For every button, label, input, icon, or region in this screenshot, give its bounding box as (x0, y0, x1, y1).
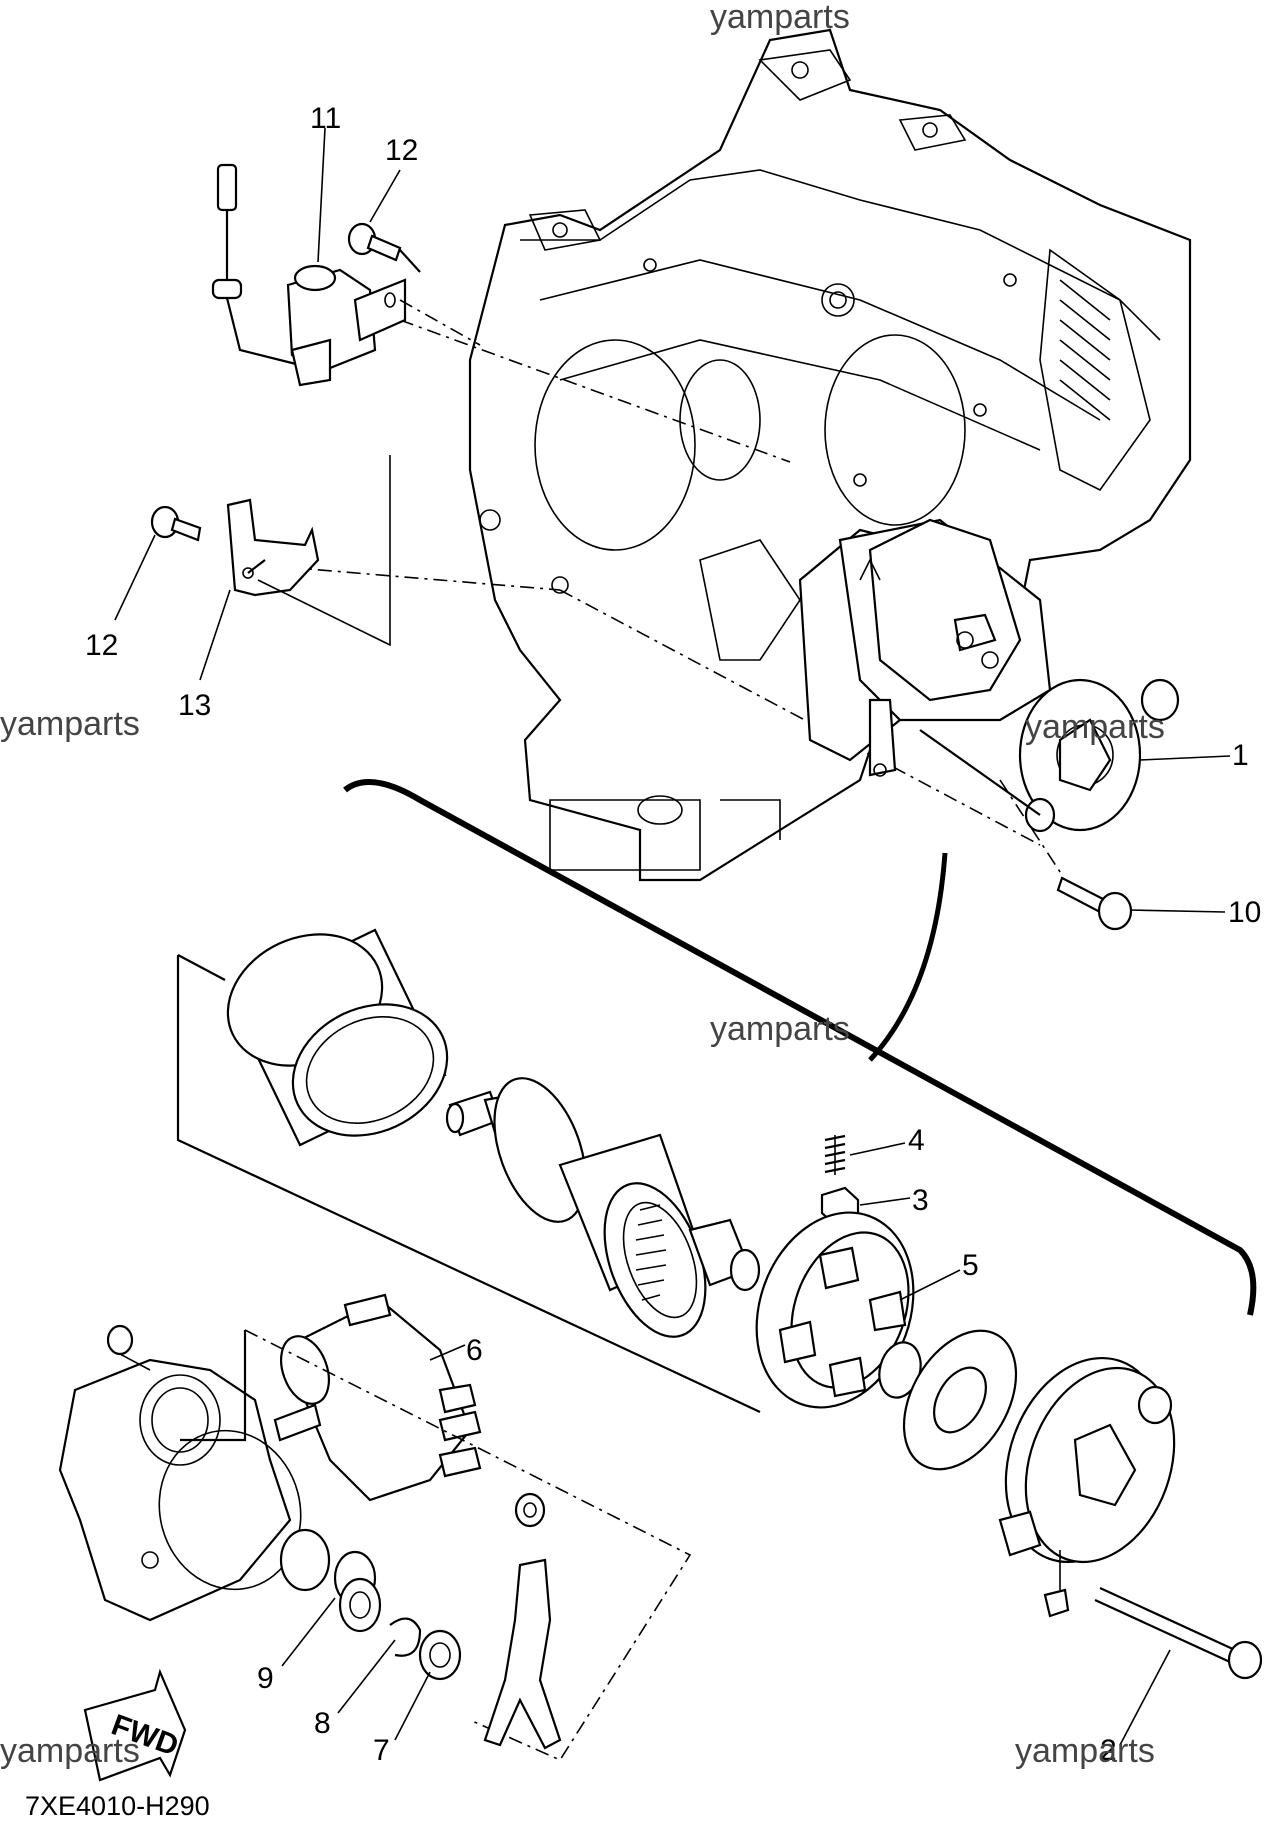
watermark-right: yamparts (1025, 708, 1165, 746)
through-bolt-part-2 (1043, 1587, 1263, 1680)
leader-line (317, 127, 326, 263)
callout-7: 7 (373, 1734, 390, 1767)
leader-line (1129, 909, 1226, 913)
callout-3: 3 (912, 1184, 929, 1217)
leader-line (337, 1639, 396, 1714)
callout-6: 6 (466, 1334, 483, 1367)
leader-line (369, 169, 401, 223)
leader-line (399, 299, 481, 346)
front-housing (58, 1324, 302, 1622)
bolt-12-upper (347, 222, 421, 273)
leader-line (180, 1330, 247, 1442)
sensor-part-11 (211, 163, 407, 387)
leader-line (176, 955, 761, 1413)
watermark-top: yamparts (710, 0, 850, 36)
callout-1: 1 (1232, 739, 1249, 772)
bracket-leader (257, 455, 391, 647)
leader-line (559, 589, 1041, 846)
diagram-code: 7XE4010-H290 (25, 1791, 210, 1821)
leader-line (429, 1344, 466, 1361)
callout-13: 13 (178, 689, 211, 722)
leader-line (199, 589, 231, 681)
yoke-housing (226, 928, 449, 1147)
brush-holder-part-5 (755, 1211, 915, 1409)
callout-5: 5 (962, 1249, 979, 1282)
callout-11: 11 (310, 102, 341, 135)
fwd-arrow-icon: FWD (83, 1668, 187, 1782)
armature (445, 1077, 761, 1338)
watermark-center: yamparts (710, 1010, 850, 1048)
callout-2: 2 (1100, 1734, 1117, 1767)
callout-10: 10 (1228, 896, 1261, 929)
leader-line (1139, 755, 1231, 761)
leader-line (859, 1197, 911, 1206)
shift-lever (483, 1558, 562, 1750)
engine-crankcase (468, 28, 1192, 882)
washer-part-7 (418, 1629, 462, 1681)
nut (514, 1492, 546, 1528)
assembly-bracket-line (343, 779, 1257, 1316)
leader-line (244, 1329, 692, 1762)
solenoid-part-6 (273, 1293, 482, 1502)
leader-line (999, 779, 1063, 876)
washer (902, 1329, 1018, 1471)
clip-part-8 (389, 1617, 422, 1657)
callout-4: 4 (908, 1124, 925, 1157)
leader-line (849, 1142, 906, 1156)
leader-line (114, 534, 156, 621)
callout-12-upper: 12 (385, 134, 418, 167)
spring-part-4 (824, 1134, 846, 1175)
watermark-left: yamparts (0, 705, 140, 743)
leader-line (399, 319, 791, 463)
callout-9: 9 (257, 1662, 274, 1695)
assembly-pointer-line (868, 852, 948, 1062)
leader-line (281, 1597, 336, 1667)
leader-line (899, 1269, 961, 1301)
starter-motor-assembly-part-1 (798, 518, 1180, 833)
leader-line (394, 1671, 431, 1741)
callout-8: 8 (314, 1707, 331, 1740)
bolt-part-10 (1056, 876, 1133, 931)
rear-cover (998, 1356, 1176, 1564)
leader-line (177, 954, 226, 981)
watermark-bottom-left: yamparts (0, 1732, 140, 1770)
callout-12-lower: 12 (85, 629, 118, 662)
leader-line (1119, 1649, 1171, 1746)
watermark-bottom-right: yamparts (1015, 1732, 1155, 1770)
bracket-part-13 (226, 498, 320, 597)
bolt-12-lower (150, 505, 202, 542)
washer-small (338, 1577, 382, 1633)
